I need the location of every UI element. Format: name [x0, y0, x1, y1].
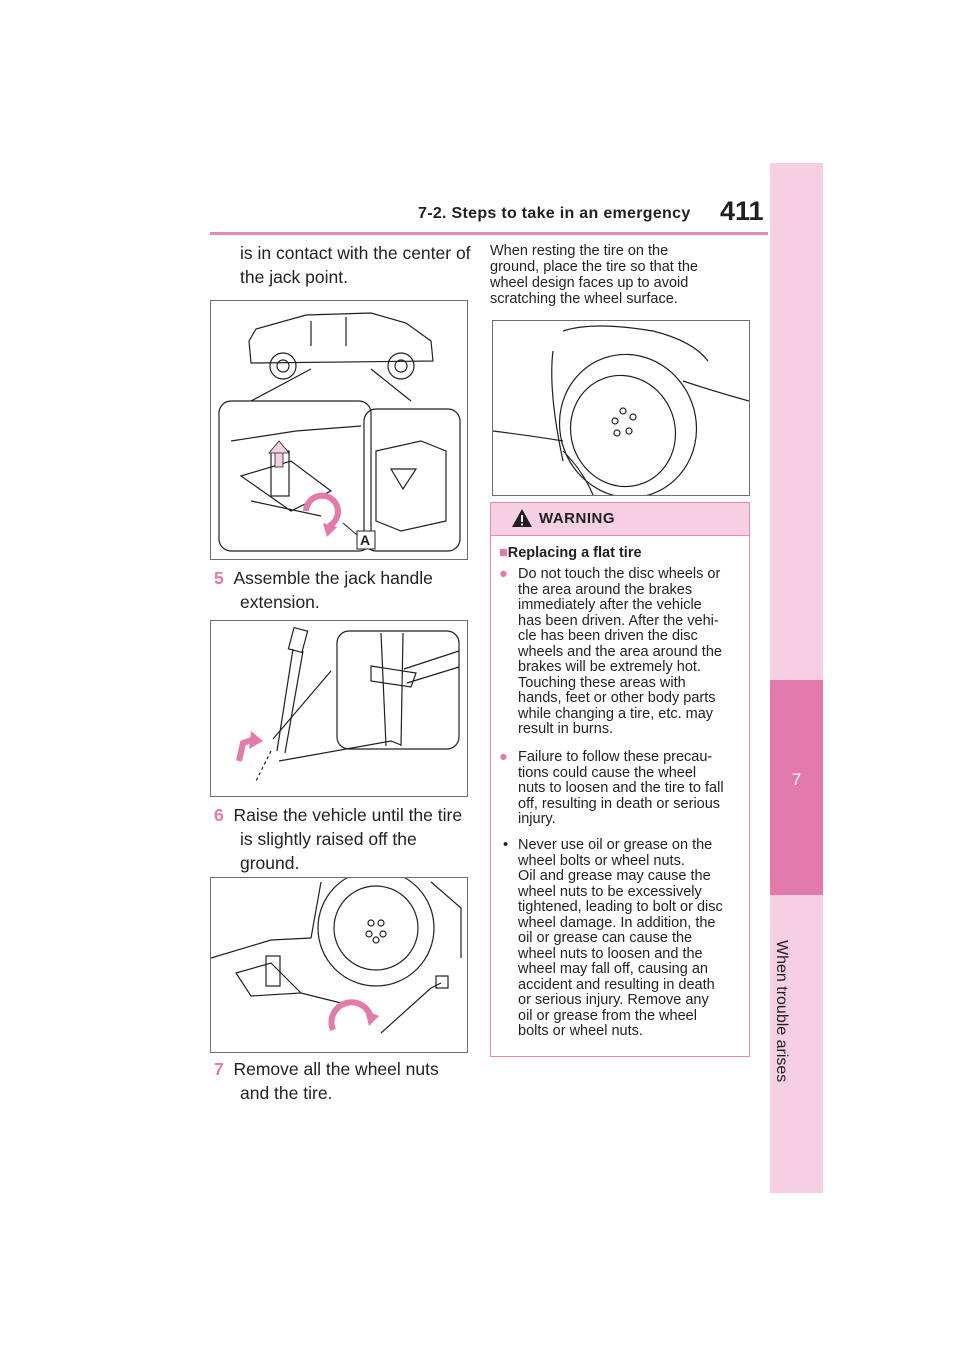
- step-7: 7 Remove all the wheel nuts and the tire…: [214, 1059, 439, 1103]
- section-title: 7-2. Steps to take in an emergency: [418, 205, 691, 222]
- circle-bullet-icon: ●: [499, 566, 508, 582]
- warning-header: WARNING: [491, 503, 749, 536]
- tire-resting-note: When resting the tire on the ground, pla…: [490, 243, 698, 307]
- warning-box: WARNING ■Replacing a flat tire ● Do not …: [490, 502, 750, 1057]
- side-tab-bar: [770, 163, 823, 1193]
- chapter-tab[interactable]: [770, 680, 823, 895]
- jack-point-figure: A: [210, 300, 468, 560]
- warning-heading: ■Replacing a flat tire: [499, 545, 642, 561]
- chapter-number: 7: [791, 770, 802, 789]
- jack-point-illustration: [218, 312, 461, 552]
- square-bullet-icon: ■: [499, 545, 508, 561]
- jack-handle-illustration: [236, 626, 460, 782]
- step-6-number: 6: [214, 805, 224, 825]
- warning-item-2: ● Failure to follow these precau-tions c…: [499, 749, 724, 827]
- chapter-label: When trouble arises: [773, 940, 790, 1083]
- tire-placement-illustration: [492, 325, 750, 499]
- tire-placement-figure: [492, 320, 750, 499]
- step-7-number: 7: [214, 1059, 224, 1079]
- step-5-number: 5: [214, 568, 224, 588]
- step-6: 6 Raise the vehicle until the tire is sl…: [214, 805, 463, 873]
- dot-bullet: •: [503, 837, 509, 853]
- page-number: 411: [720, 196, 764, 226]
- step-5: 5 Assemble the jack handle extension.: [214, 568, 433, 612]
- raise-vehicle-illustration: [210, 869, 462, 1034]
- warning-triangle-icon: [512, 509, 532, 527]
- jack-handle-figure: [210, 620, 468, 797]
- continued-text: is in contact with the center of the jac…: [240, 243, 471, 287]
- warning-title: WARNING: [539, 510, 615, 527]
- header-rule: [210, 232, 768, 235]
- raise-vehicle-figure: [210, 869, 468, 1053]
- callout-label-a: A: [360, 532, 371, 548]
- circle-bullet-icon: ●: [499, 749, 508, 765]
